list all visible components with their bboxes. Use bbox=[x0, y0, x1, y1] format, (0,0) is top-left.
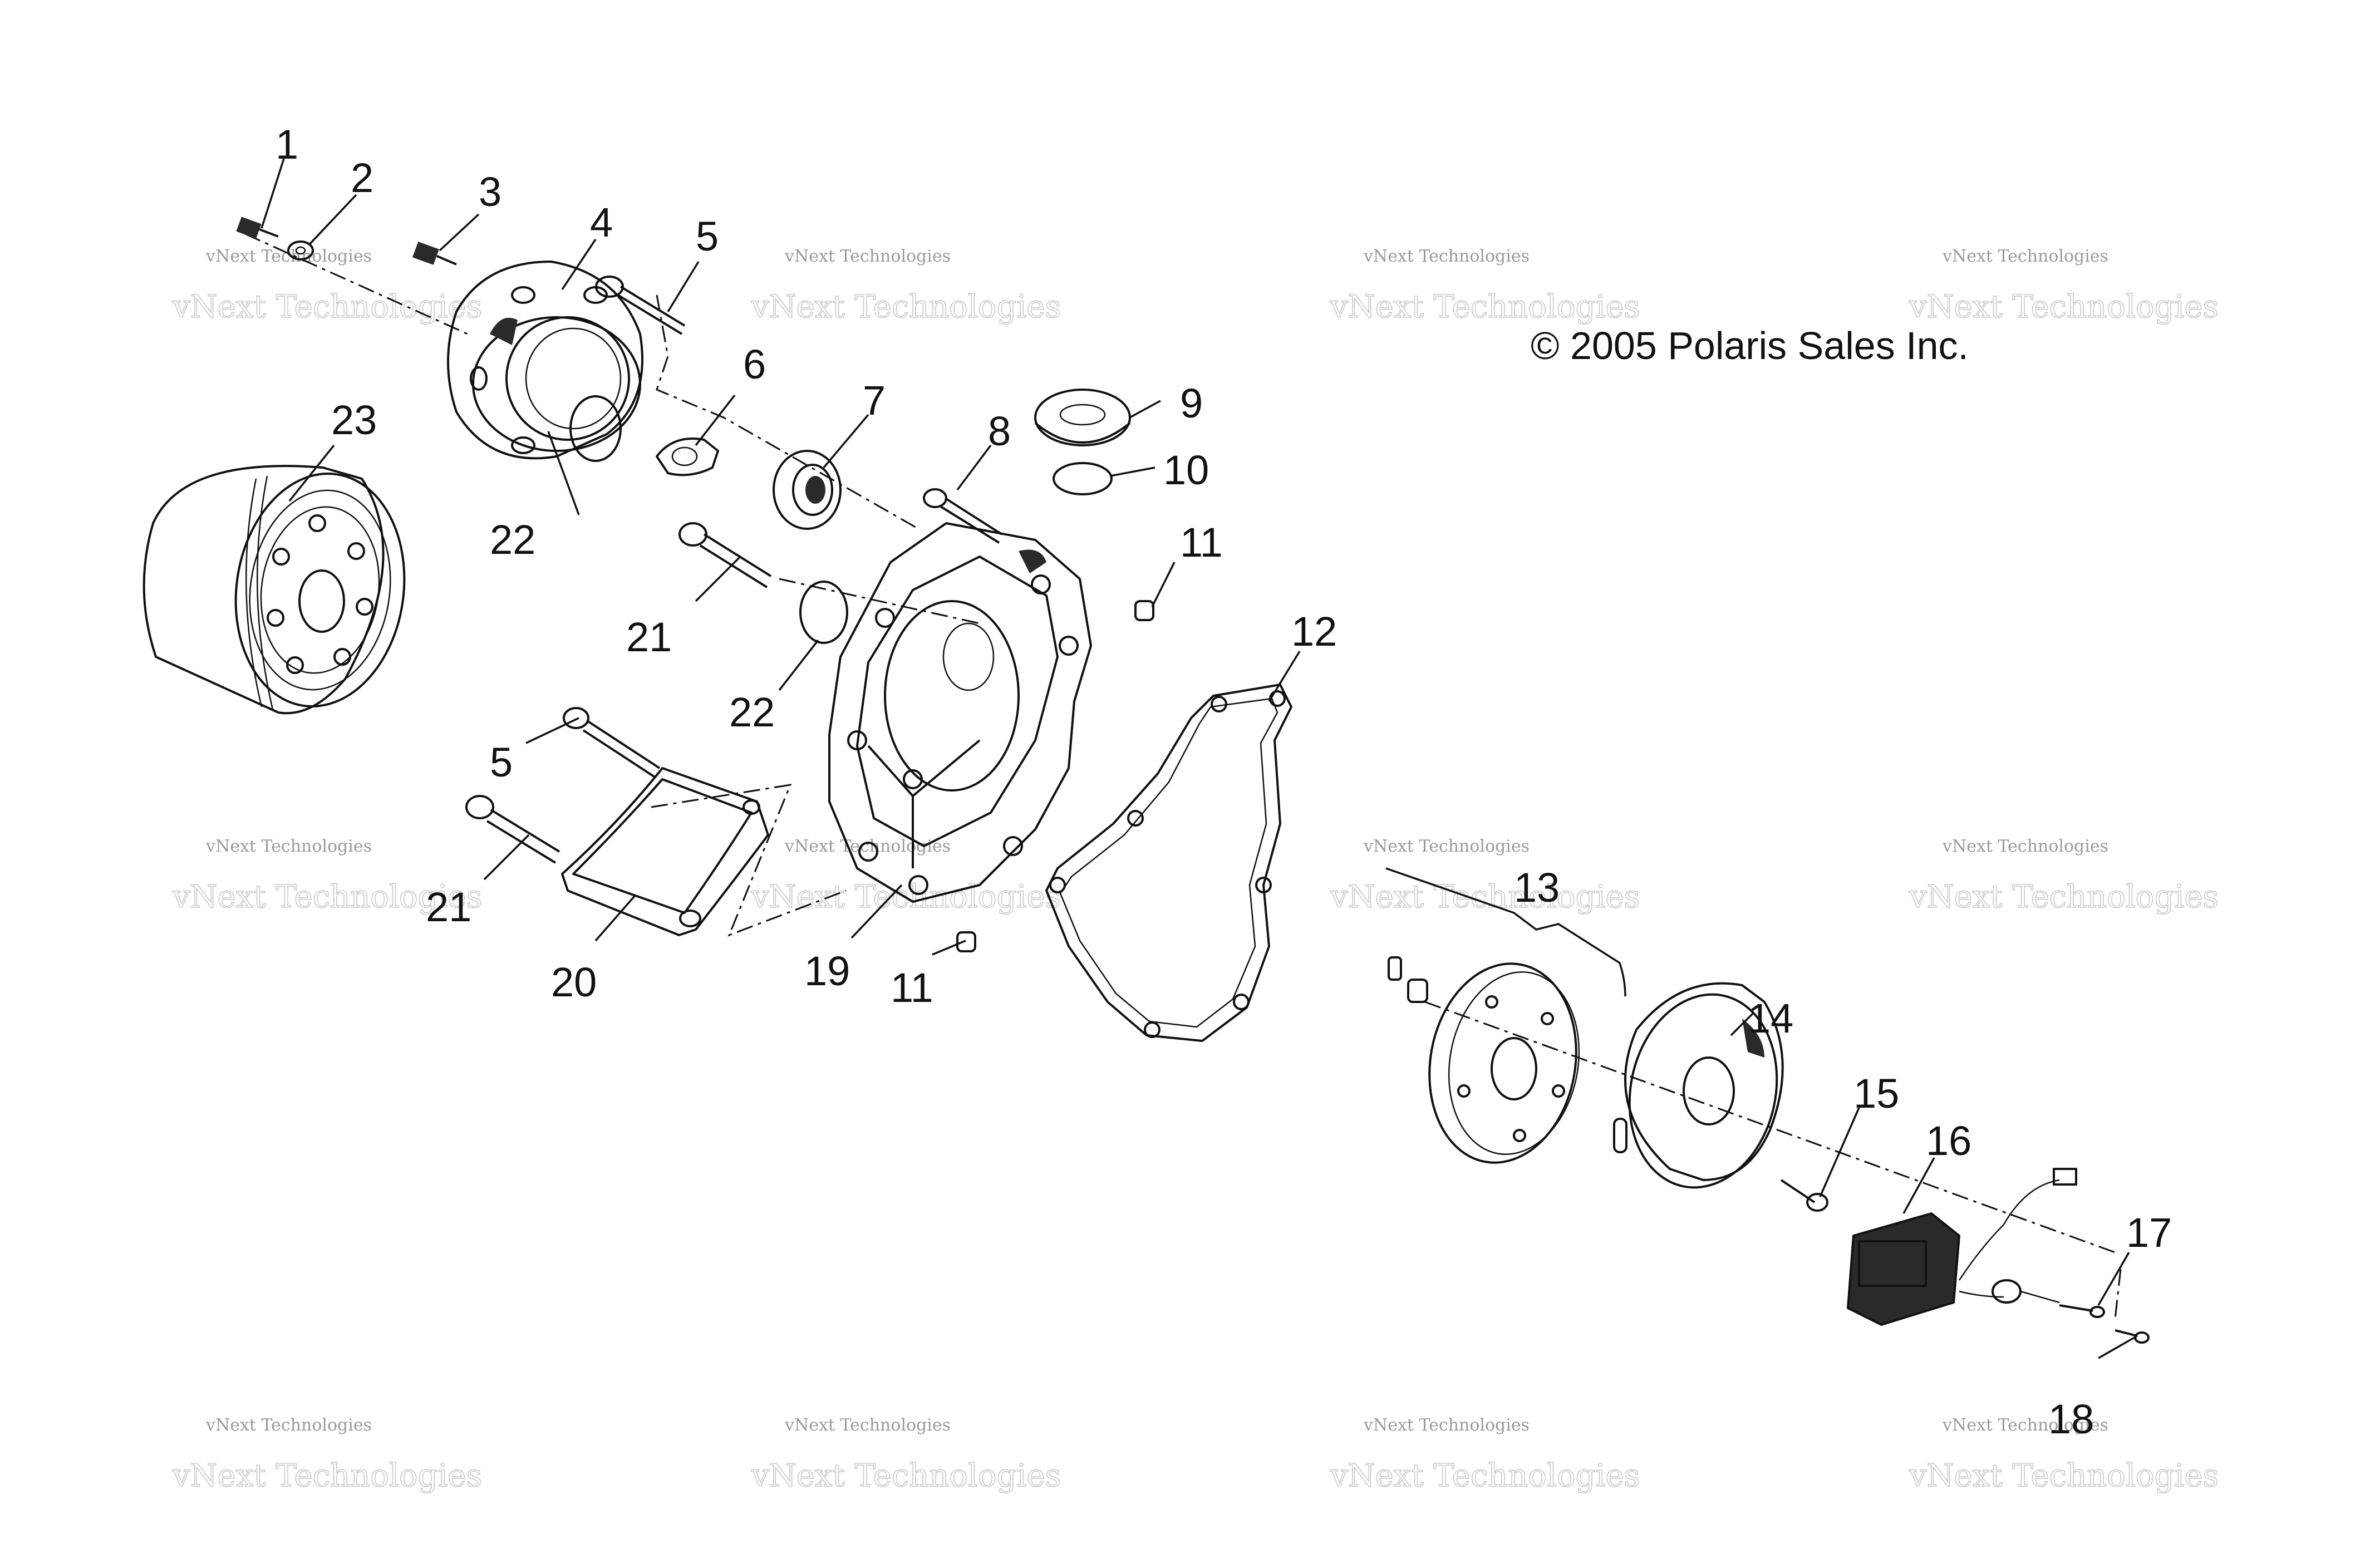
watermark: vNext Technologies vNext Technologies bbox=[171, 1415, 483, 1495]
watermark: vNext Technologies vNext Technologies bbox=[171, 247, 483, 326]
callout-11: 11 bbox=[1180, 519, 1223, 566]
bolt-icon bbox=[412, 242, 457, 266]
gasket-icon bbox=[1045, 684, 1292, 1042]
watermarks: vNext Technologies vNext Technologies vN… bbox=[171, 247, 2219, 1495]
callout-19: 19 bbox=[804, 948, 850, 994]
callout-16: 16 bbox=[1926, 1118, 1971, 1164]
watermark-large: vNext Technologies bbox=[751, 1458, 1061, 1494]
callout-5: 5 bbox=[696, 213, 719, 259]
pump-cover-icon bbox=[447, 260, 643, 460]
callout-20: 20 bbox=[551, 959, 597, 1005]
watermark-small: vNext Technologies bbox=[1363, 247, 1530, 266]
watermark-small: vNext Technologies bbox=[1363, 1415, 1530, 1435]
watermark: vNext Technologies vNext Technologies bbox=[750, 837, 1061, 916]
watermark: vNext Technologies vNext Technologies bbox=[1329, 247, 1640, 326]
callout-labels: 1 2 3 4 5 6 7 8 9 10 11 12 22 23 21 22 5… bbox=[276, 121, 2172, 1442]
plug-icon bbox=[1034, 389, 1131, 446]
bolt-icon bbox=[465, 795, 560, 864]
callout-18: 18 bbox=[2048, 1396, 2094, 1442]
callout-6: 6 bbox=[743, 341, 766, 387]
callout-21: 21 bbox=[426, 884, 471, 930]
o-ring-icon bbox=[799, 581, 848, 644]
watermark-small: vNext Technologies bbox=[784, 1415, 951, 1435]
watermark-large: vNext Technologies bbox=[172, 289, 482, 325]
watermark: vNext Technologies vNext Technologies bbox=[1329, 1415, 1640, 1495]
watermark-small: vNext Technologies bbox=[205, 837, 372, 856]
callout-22: 22 bbox=[490, 517, 535, 563]
dowel-icon bbox=[1134, 600, 1154, 621]
watermark: vNext Technologies vNext Technologies bbox=[750, 247, 1061, 326]
guard-plate-icon bbox=[561, 767, 769, 936]
callout-12: 12 bbox=[1291, 608, 1337, 655]
callout-21: 21 bbox=[626, 614, 672, 660]
watermark-large: vNext Technologies bbox=[1909, 289, 2219, 325]
crankcase-cover-icon bbox=[828, 522, 1092, 903]
callout-1: 1 bbox=[276, 121, 298, 168]
callout-8: 8 bbox=[988, 408, 1011, 454]
bolt-icon bbox=[2115, 1329, 2150, 1344]
callout-22: 22 bbox=[729, 689, 775, 735]
watermark-large: vNext Technologies bbox=[1909, 1458, 2219, 1494]
bolt-icon bbox=[923, 488, 1003, 544]
watermark-large: vNext Technologies bbox=[1330, 879, 1640, 915]
watermark-small: vNext Technologies bbox=[1363, 837, 1530, 856]
o-ring-icon bbox=[1053, 462, 1113, 495]
callout-7: 7 bbox=[863, 377, 886, 424]
bolt-icon bbox=[595, 276, 686, 335]
callout-4: 4 bbox=[590, 199, 613, 245]
callout-11: 11 bbox=[891, 965, 933, 1011]
watermark-small: vNext Technologies bbox=[1942, 247, 2108, 266]
watermark-large: vNext Technologies bbox=[172, 879, 482, 915]
watermark-small: vNext Technologies bbox=[205, 1415, 372, 1435]
key-icon bbox=[1407, 979, 1428, 1003]
watermark: vNext Technologies vNext Technologies bbox=[171, 837, 483, 916]
bracket-13 bbox=[1385, 867, 1626, 997]
watermark: vNext Technologies vNext Technologies bbox=[1329, 837, 1640, 916]
watermark: vNext Technologies vNext Technologies bbox=[1908, 1415, 2219, 1495]
watermark-small: vNext Technologies bbox=[1942, 1415, 2108, 1435]
callout-17: 17 bbox=[2126, 1210, 2172, 1256]
callout-9: 9 bbox=[1180, 380, 1203, 426]
watermark: vNext Technologies vNext Technologies bbox=[750, 1415, 1061, 1495]
bolt-icon bbox=[678, 522, 772, 588]
watermark-large: vNext Technologies bbox=[172, 1458, 482, 1494]
flywheel-icon bbox=[1613, 982, 1784, 1189]
callout-15: 15 bbox=[1853, 1070, 1899, 1117]
watermark: vNext Technologies vNext Technologies bbox=[1908, 837, 2219, 916]
oil-filter-icon bbox=[142, 465, 406, 715]
o-ring-icon bbox=[569, 395, 622, 462]
flywheel-icon bbox=[1428, 962, 1580, 1164]
washer-icon bbox=[656, 438, 719, 476]
bolt-icon bbox=[236, 217, 279, 239]
callout-10: 10 bbox=[1163, 447, 1209, 493]
watermark-large: vNext Technologies bbox=[1909, 879, 2219, 915]
washer-icon bbox=[287, 240, 314, 260]
bolt-icon bbox=[2059, 1304, 2105, 1318]
bolt-icon bbox=[563, 707, 661, 779]
stator-icon bbox=[1847, 1168, 2077, 1326]
watermark-small: vNext Technologies bbox=[784, 247, 951, 266]
leader-lines bbox=[260, 158, 2138, 1359]
seal-icon bbox=[773, 450, 842, 530]
copyright-text: © 2005 Polaris Sales Inc. bbox=[1531, 324, 1969, 367]
callout-14: 14 bbox=[1748, 995, 1793, 1041]
watermark: vNext Technologies vNext Technologies bbox=[1908, 247, 2219, 326]
watermark-large: vNext Technologies bbox=[751, 289, 1061, 325]
watermark-small: vNext Technologies bbox=[1942, 837, 2108, 856]
watermark-large: vNext Technologies bbox=[1330, 1458, 1640, 1494]
callout-23: 23 bbox=[331, 397, 377, 443]
dowel-icon bbox=[956, 931, 976, 952]
callout-13: 13 bbox=[1514, 864, 1560, 911]
watermark-large: vNext Technologies bbox=[1330, 289, 1640, 325]
bolt-icon bbox=[1780, 1179, 1828, 1212]
callout-5: 5 bbox=[490, 739, 513, 785]
bolt-icon bbox=[1388, 956, 1402, 981]
callout-3: 3 bbox=[479, 169, 501, 215]
callout-2: 2 bbox=[351, 155, 373, 201]
